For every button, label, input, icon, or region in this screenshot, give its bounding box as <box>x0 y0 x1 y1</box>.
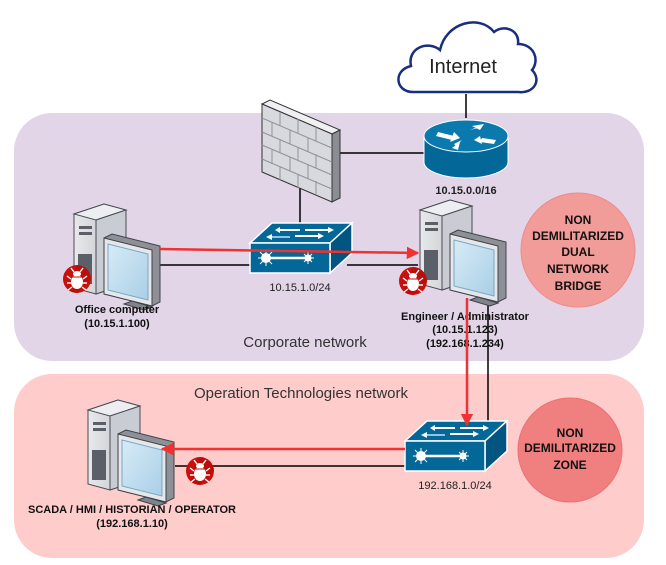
cloud-icon <box>397 21 538 94</box>
corporate-network-label: Corporate network <box>243 334 367 351</box>
ot-network-label: Operation Technologies network <box>194 385 409 402</box>
non-demilitarized-zone-badge: NON DEMILITARIZED ZONE <box>517 397 623 503</box>
switch-icon <box>403 419 509 473</box>
firewall-icon <box>260 99 342 203</box>
bridge-badge-line-2: DEMILITARIZED <box>532 229 624 243</box>
engineer-computer-ip1: (10.15.1.123) <box>432 324 498 336</box>
engineer-computer: Engineer / Administrator (10.15.1.123) (… <box>398 199 530 350</box>
office-computer-ip: (10.15.1.100) <box>84 318 150 330</box>
router: 10.15.0.0/16 <box>423 119 509 197</box>
bridge-badge-line-5: BRIDGE <box>555 279 602 293</box>
corporate-switch: 10.15.1.0/24 <box>248 221 354 294</box>
switch-icon <box>248 221 354 275</box>
ot-switch-subnet-label: 192.168.1.0/24 <box>418 480 491 492</box>
internet-label: Internet <box>429 56 497 78</box>
bug-icon <box>185 456 215 486</box>
router-subnet-label: 10.15.0.0/16 <box>435 185 496 197</box>
internet-cloud: Internet <box>397 21 538 94</box>
scada-computer: SCADA / HMI / HISTORIAN / OPERATOR (192.… <box>28 399 236 530</box>
engineer-computer-name: Engineer / Administrator <box>401 311 530 323</box>
scada-computer-name: SCADA / HMI / HISTORIAN / OPERATOR <box>28 504 236 516</box>
zone-badge-line-2: DEMILITARIZED <box>524 441 616 455</box>
bridge-badge-line-4: NETWORK <box>547 262 609 276</box>
firewall <box>260 99 342 203</box>
router-icon <box>423 119 509 179</box>
corporate-switch-subnet-label: 10.15.1.0/24 <box>269 282 330 294</box>
dual-network-bridge-badge: NON DEMILITARIZED DUAL NETWORK BRIDGE <box>520 192 636 308</box>
bridge-badge-line-3: DUAL <box>561 245 594 259</box>
zone-badge-line-3: ZONE <box>553 458 586 472</box>
office-computer: Office computer (10.15.1.100) <box>62 203 161 330</box>
office-computer-name: Office computer <box>75 304 160 316</box>
engineer-computer-ip2: (192.168.1.234) <box>426 338 504 350</box>
scada-computer-ip: (192.168.1.10) <box>96 518 168 530</box>
zone-badge-line-1: NON <box>557 426 584 440</box>
attack-arrow-office-to-engineer <box>159 246 420 260</box>
bug-icon <box>62 264 92 294</box>
ot-switch: 192.168.1.0/24 <box>403 419 509 492</box>
bridge-badge-line-1: NON <box>565 213 592 227</box>
bug-icon <box>398 266 428 296</box>
attack-path <box>159 246 474 456</box>
